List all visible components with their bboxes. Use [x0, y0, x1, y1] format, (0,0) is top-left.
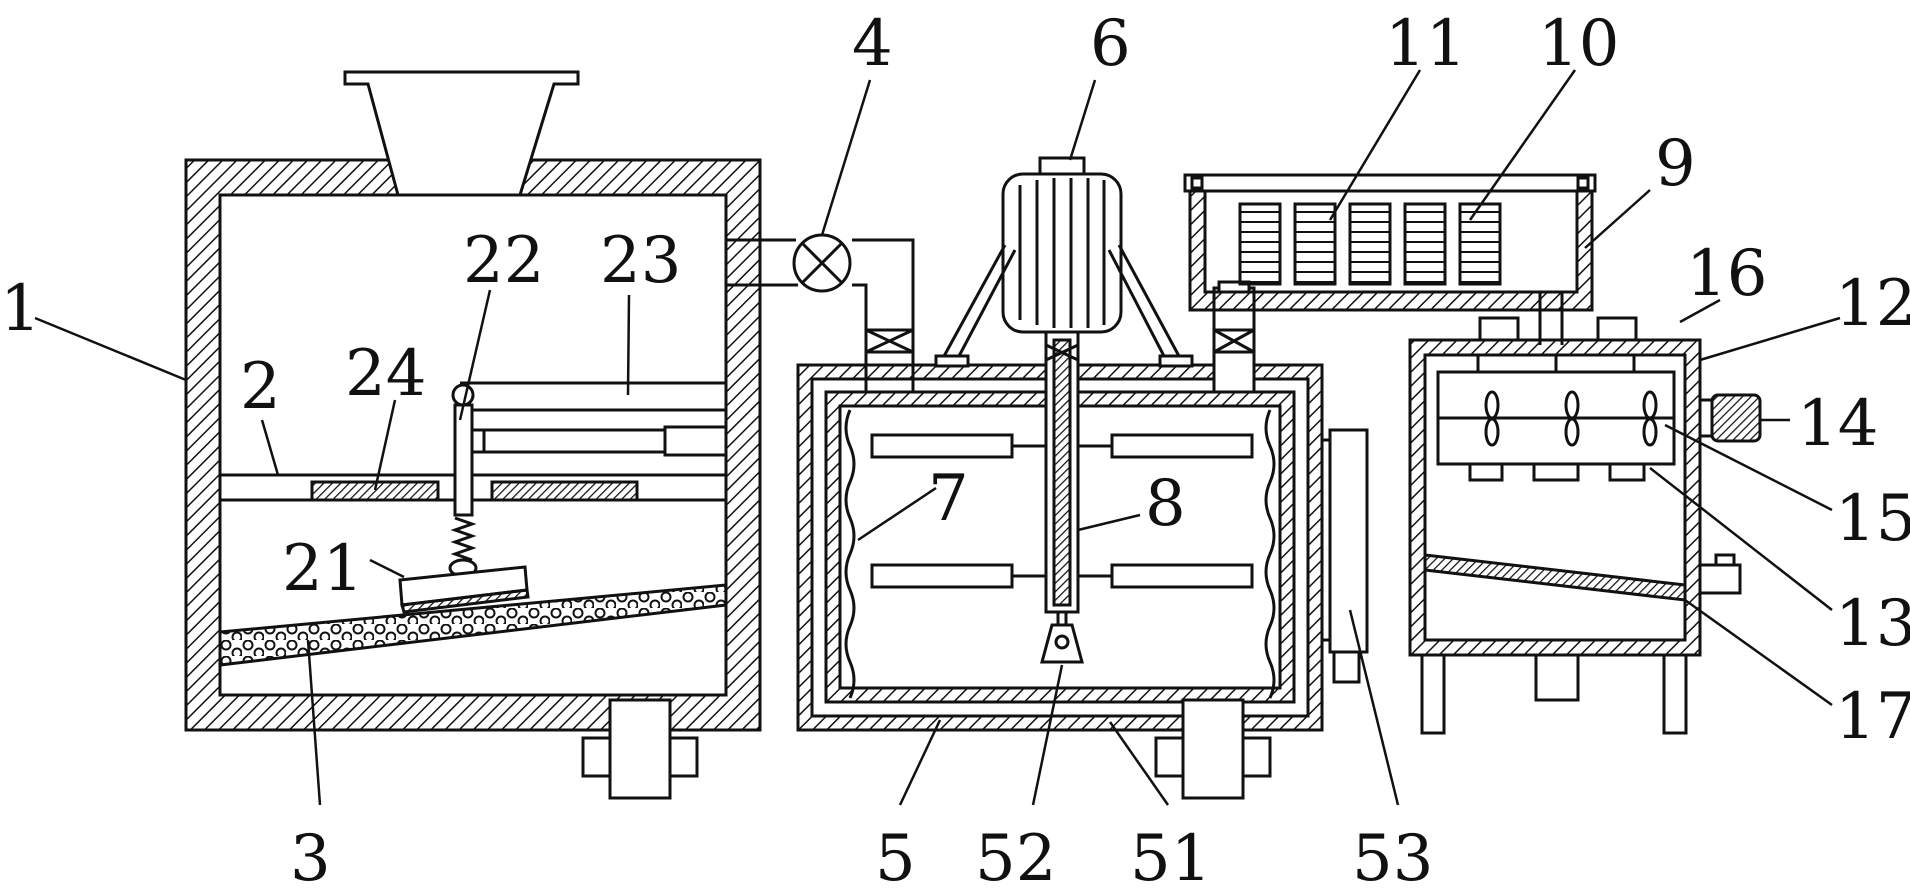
dryer-box	[1408, 316, 1762, 735]
filter-tray	[1183, 173, 1597, 345]
pad-24a	[310, 480, 440, 502]
label-52: 52	[975, 822, 1056, 895]
label-16: 16	[1686, 237, 1767, 311]
label-10: 10	[1538, 7, 1619, 81]
label-14: 14	[1797, 387, 1878, 461]
crusher-box	[184, 70, 762, 800]
label-51: 51	[1130, 822, 1211, 895]
label-6: 6	[1090, 7, 1131, 81]
leader-lines	[34, 69, 1841, 806]
label-11: 11	[1385, 7, 1466, 81]
label-3: 3	[290, 822, 331, 895]
label-23: 23	[600, 224, 681, 298]
label-17: 17	[1835, 680, 1910, 754]
label-5: 5	[875, 822, 916, 895]
label-2: 2	[240, 350, 281, 424]
label-53: 53	[1352, 822, 1433, 895]
label-8: 8	[1145, 467, 1186, 541]
label-15: 15	[1835, 482, 1910, 556]
label-12: 12	[1835, 267, 1910, 341]
pad-24b	[490, 480, 639, 502]
label-22: 22	[463, 224, 544, 298]
label-13: 13	[1835, 587, 1910, 661]
label-1: 1	[0, 272, 41, 346]
part-labels: 1 2 3 4 5 6 7 8 9 10 11 12 13 14 15 16 1…	[0, 7, 1910, 895]
label-21: 21	[282, 532, 363, 606]
valve-pipe	[726, 233, 915, 392]
label-24: 24	[345, 337, 426, 411]
mixing-tank	[796, 156, 1369, 800]
label-7: 7	[928, 462, 969, 536]
label-4: 4	[852, 7, 893, 81]
label-9: 9	[1655, 127, 1696, 201]
